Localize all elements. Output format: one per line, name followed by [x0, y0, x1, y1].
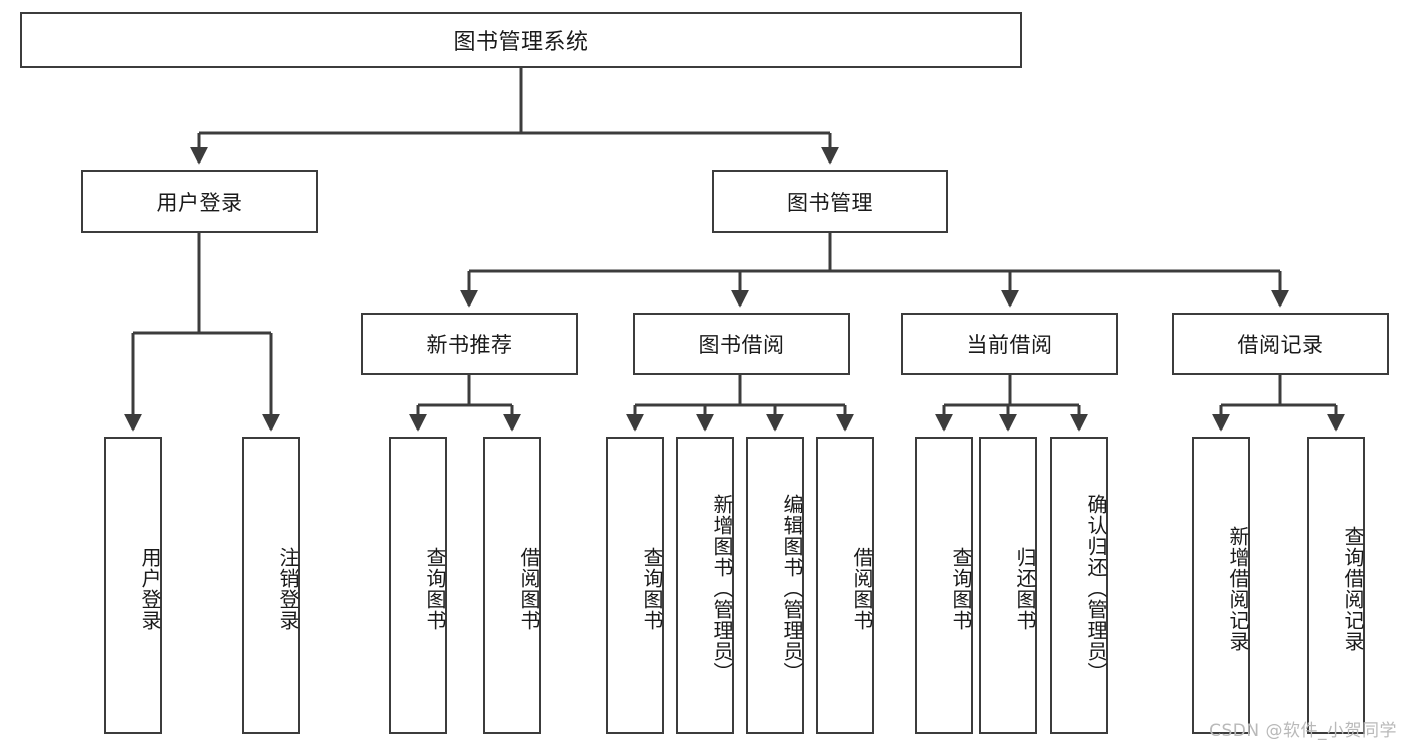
- node-leaf-new-book-borrow[interactable]: 借阅图书: [483, 437, 541, 734]
- node-leaf-book-borrow-edit[interactable]: 编辑图书（管理员）: [746, 437, 804, 734]
- node-new-book-recommend-label: 新书推荐: [426, 333, 513, 357]
- node-leaf-current-borrow-return[interactable]: 归还图书: [979, 437, 1037, 734]
- node-book-manage[interactable]: 图书管理: [712, 170, 948, 233]
- node-leaf-label: 查询图书: [949, 546, 973, 631]
- node-borrow-record[interactable]: 借阅记录: [1172, 313, 1389, 375]
- node-leaf-label: 编辑图书（管理员）: [780, 494, 804, 683]
- node-user-login-label: 用户登录: [156, 190, 243, 215]
- node-root-label: 图书管理系统: [453, 30, 589, 55]
- node-leaf-label: 新增借阅记录: [1226, 525, 1250, 652]
- node-leaf-label: 借阅图书: [850, 546, 874, 631]
- node-leaf-label: 用户登录: [138, 546, 162, 631]
- node-leaf-current-borrow-query[interactable]: 查询图书: [915, 437, 973, 734]
- node-leaf-borrow-record-add[interactable]: 新增借阅记录: [1192, 437, 1250, 734]
- node-current-borrow[interactable]: 当前借阅: [901, 313, 1118, 375]
- node-leaf-user-login-login[interactable]: 用户登录: [104, 437, 162, 734]
- node-book-borrow-label: 图书借阅: [698, 333, 785, 357]
- node-new-book-recommend[interactable]: 新书推荐: [361, 313, 578, 375]
- node-leaf-label: 查询图书: [640, 546, 664, 631]
- node-leaf-book-borrow-add[interactable]: 新增图书（管理员）: [676, 437, 734, 734]
- node-leaf-book-borrow-borrow[interactable]: 借阅图书: [816, 437, 874, 734]
- node-leaf-borrow-record-query[interactable]: 查询借阅记录: [1307, 437, 1365, 734]
- node-leaf-label: 查询图书: [423, 546, 447, 631]
- node-leaf-label: 注销登录: [276, 546, 300, 631]
- node-leaf-book-borrow-query[interactable]: 查询图书: [606, 437, 664, 734]
- node-leaf-label: 确认归还（管理员）: [1084, 494, 1108, 683]
- node-user-login[interactable]: 用户登录: [81, 170, 318, 233]
- node-leaf-user-login-logout[interactable]: 注销登录: [242, 437, 300, 734]
- csdn-watermark: CSDN @软件_小贺同学: [1209, 721, 1397, 741]
- node-leaf-new-book-query[interactable]: 查询图书: [389, 437, 447, 734]
- node-root-system[interactable]: 图书管理系统: [20, 12, 1022, 68]
- node-current-borrow-label: 当前借阅: [966, 333, 1053, 357]
- node-book-borrow[interactable]: 图书借阅: [633, 313, 850, 375]
- node-leaf-label: 查询借阅记录: [1341, 525, 1365, 652]
- node-leaf-current-borrow-confirm-return[interactable]: 确认归还（管理员）: [1050, 437, 1108, 734]
- node-leaf-label: 借阅图书: [517, 546, 541, 631]
- node-borrow-record-label: 借阅记录: [1237, 333, 1324, 357]
- node-book-manage-label: 图书管理: [787, 190, 873, 215]
- node-leaf-label: 新增图书（管理员）: [710, 494, 734, 683]
- node-leaf-label: 归还图书: [1013, 546, 1037, 631]
